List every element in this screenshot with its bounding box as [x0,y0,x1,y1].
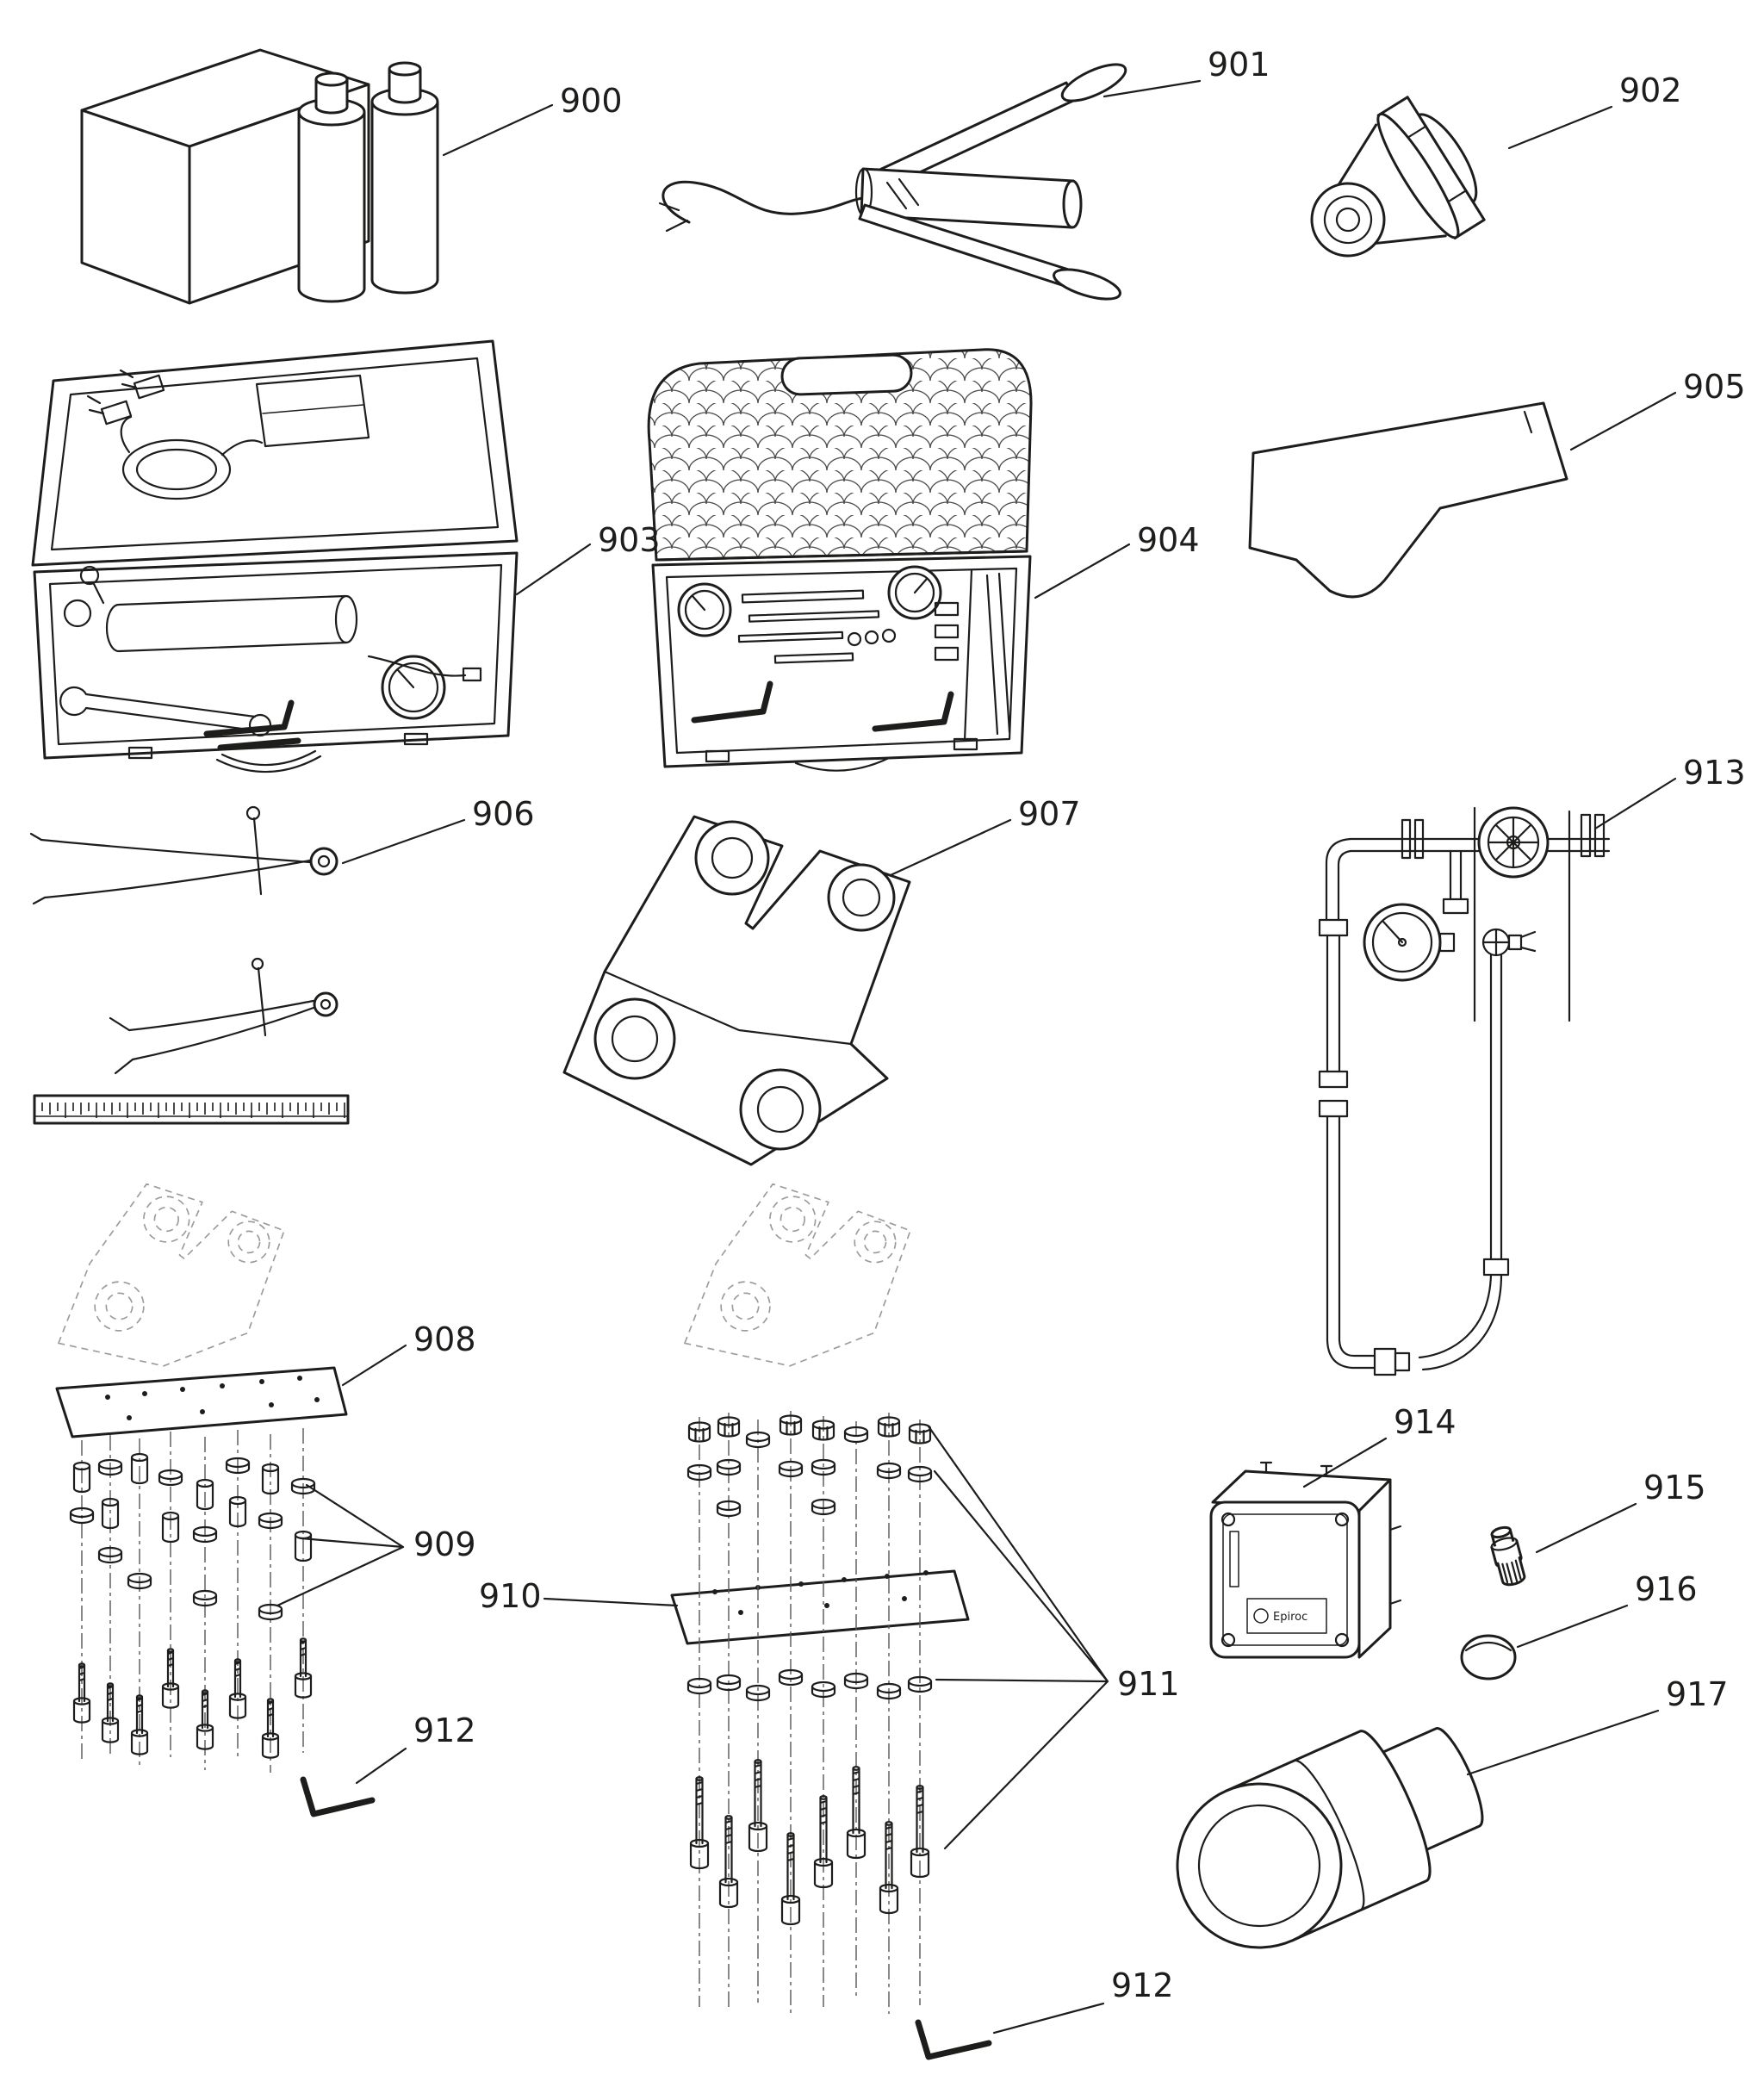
callout-labels: 900 901 902 903 904 905 906 907 908 909 … [413,46,1746,2004]
ghost-bracket-910 [684,1183,911,1367]
part-916-cap [1460,1634,1517,1681]
hardware-set-908 [55,1183,376,1817]
callout-912-left: 912 [413,1712,476,1749]
callout-903: 903 [598,521,661,559]
callout-916: 916 [1635,1570,1698,1608]
plate-908 [55,1366,348,1438]
part-915-bit [1490,1525,1526,1587]
box-brand-text: Epiroc [1273,1611,1307,1624]
callout-909: 909 [413,1525,476,1563]
callout-904: 904 [1137,521,1200,559]
callout-906: 906 [472,795,535,833]
hardware-set-910 [670,1183,992,2060]
part-901-grease-gun [658,63,1127,301]
part-902-nozzle [1310,96,1486,258]
callout-908: 908 [413,1320,476,1358]
callout-917: 917 [1666,1675,1729,1713]
part-906-calipers-ruler [29,805,350,1125]
allen-key-912-bottom [915,2019,992,2060]
part-917-piston [1176,1727,1484,1949]
callout-910: 910 [479,1577,542,1615]
plate-910-holes [712,1570,929,1615]
plate-910 [670,1569,970,1645]
part-913-gauge-hose-assembly [1318,806,1611,1376]
callout-907: 907 [1018,795,1081,833]
callout-902: 902 [1619,71,1682,109]
callout-914: 914 [1394,1403,1457,1441]
callout-915: 915 [1643,1469,1706,1507]
callout-900: 900 [560,82,623,120]
part-905-plate [1248,401,1568,599]
callout-912-bottom: 912 [1111,1966,1174,2004]
part-900-cartridges-box [80,48,439,305]
callout-901: 901 [1208,46,1270,84]
part-914-control-box: Epiroc [1209,1461,1402,1659]
allen-key-912-left [300,1776,376,1817]
callout-913: 913 [1683,754,1746,792]
callout-911: 911 [1117,1665,1180,1703]
plate-908-holes [105,1376,320,1420]
part-907-bracket [562,815,911,1166]
ghost-bracket-908 [58,1183,285,1367]
part-904-service-case [647,348,1033,772]
callout-905: 905 [1683,368,1746,406]
part-903-tool-case [31,339,519,773]
callout-leader-lines [276,79,1677,2035]
